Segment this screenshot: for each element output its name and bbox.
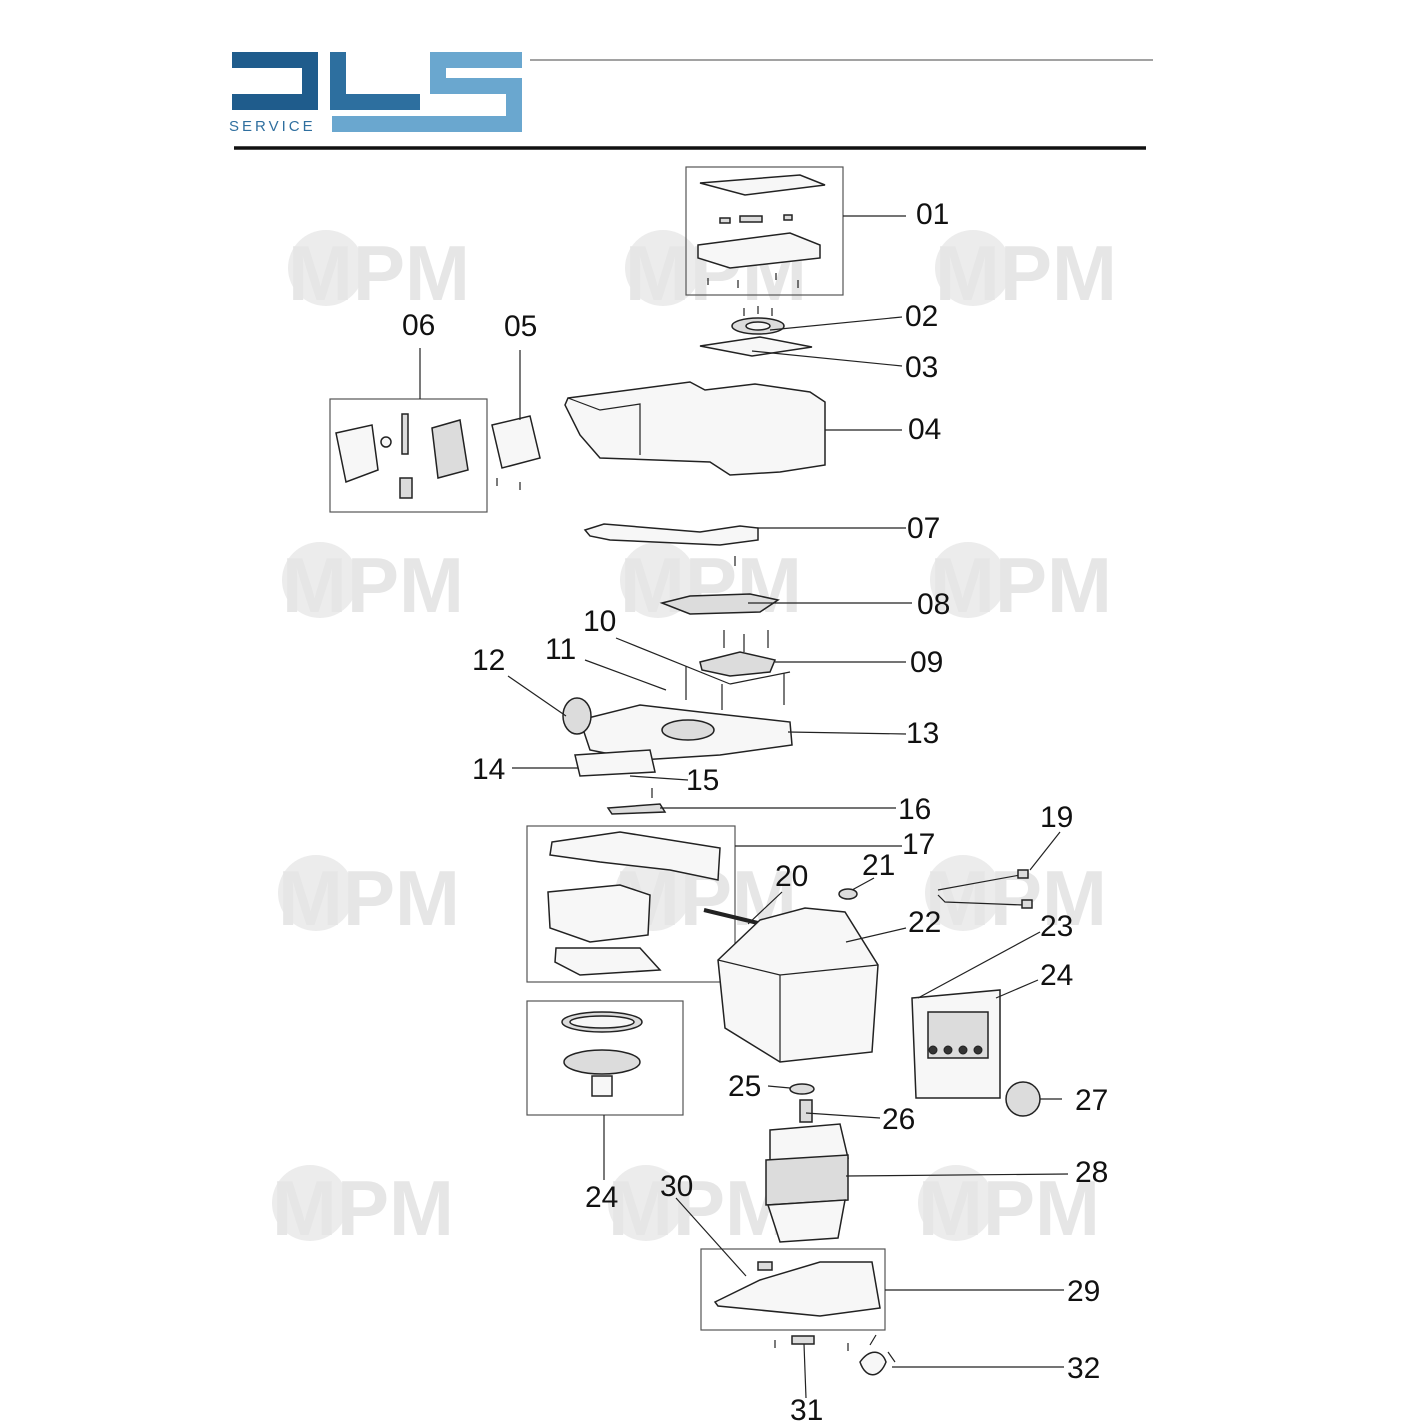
callout-30: 30 bbox=[660, 1170, 693, 1203]
callout-05: 05 bbox=[504, 310, 537, 343]
callout-27: 27 bbox=[1075, 1084, 1108, 1117]
watermark-text: MPM bbox=[278, 854, 460, 942]
watermark-text: MPM bbox=[918, 1164, 1100, 1252]
watermark-text: MPM bbox=[620, 541, 802, 629]
part-17-lower-cover-assembly bbox=[547, 831, 721, 976]
group-box-24a bbox=[526, 1000, 684, 1116]
callout-31: 31 bbox=[790, 1394, 823, 1422]
watermark-text: MPM bbox=[930, 541, 1112, 629]
watermark-circle bbox=[918, 1165, 994, 1241]
group-box-06 bbox=[329, 398, 488, 513]
logo: SERVICE bbox=[229, 52, 522, 135]
callout-03: 03 bbox=[905, 351, 938, 384]
part-01-lid-assembly bbox=[697, 174, 826, 288]
callout-labels: 01 02 03 04 05 06 07 08 09 10 11 12 13 1… bbox=[402, 198, 1108, 1422]
part-26-28-motor bbox=[765, 1099, 849, 1243]
watermark-circle bbox=[925, 855, 1001, 931]
logo-word: SERVICE bbox=[229, 118, 316, 135]
part-22-base-housing bbox=[717, 907, 879, 1063]
callout-24-coupling: 24 bbox=[585, 1181, 618, 1214]
callout-23: 23 bbox=[1040, 910, 1073, 943]
callout-17: 17 bbox=[902, 828, 935, 861]
part-29-30-base-plate bbox=[713, 1261, 881, 1317]
part-21-washer bbox=[838, 888, 858, 900]
watermark-circle bbox=[935, 230, 1011, 306]
callout-32: 32 bbox=[1067, 1352, 1100, 1385]
callout-15: 15 bbox=[686, 764, 719, 797]
callout-09: 09 bbox=[910, 646, 943, 679]
part-07-lever bbox=[583, 523, 759, 566]
part-10-16-gearbox bbox=[562, 666, 793, 815]
part-24-coupling-assembly bbox=[561, 1011, 643, 1097]
callout-10: 10 bbox=[583, 605, 616, 638]
part-31-clip bbox=[774, 1335, 849, 1351]
callout-28: 28 bbox=[1075, 1156, 1108, 1189]
part-05-06-handle-assembly bbox=[335, 413, 541, 499]
callout-20: 20 bbox=[775, 860, 808, 893]
part-09-plate bbox=[699, 630, 777, 677]
callout-22: 22 bbox=[908, 906, 941, 939]
callout-02: 02 bbox=[905, 300, 938, 333]
part-03-gasket bbox=[699, 336, 813, 357]
callout-06: 06 bbox=[402, 309, 435, 342]
watermark-circle bbox=[930, 542, 1006, 618]
callout-29: 29 bbox=[1067, 1275, 1100, 1308]
callout-01: 01 bbox=[916, 198, 949, 231]
watermark-circle bbox=[278, 855, 354, 931]
part-08-belt bbox=[659, 593, 780, 615]
watermark-text: MPM bbox=[272, 1164, 454, 1252]
callout-19: 19 bbox=[1040, 801, 1073, 834]
part-19-cable bbox=[937, 869, 1033, 909]
part-04-top-cover bbox=[564, 381, 826, 476]
watermark-text: MPM bbox=[282, 541, 464, 629]
watermark-circle bbox=[282, 542, 358, 618]
callout-07: 07 bbox=[907, 512, 940, 545]
watermark-circle bbox=[625, 230, 701, 306]
leader-lines bbox=[419, 215, 1069, 1399]
watermark-text: MPM bbox=[288, 229, 470, 317]
logo-mark-l bbox=[330, 52, 420, 110]
part-32-spring bbox=[859, 1334, 896, 1376]
part-27-knob bbox=[1005, 1081, 1041, 1117]
watermark-circle bbox=[272, 1165, 348, 1241]
callout-16: 16 bbox=[898, 793, 931, 826]
callout-11: 11 bbox=[545, 633, 576, 666]
watermark-text: MPM bbox=[935, 229, 1117, 317]
part-25-washer bbox=[789, 1083, 815, 1095]
watermark-text: MPM bbox=[608, 1164, 790, 1252]
group-box-17 bbox=[526, 825, 736, 983]
logo-mark-s bbox=[332, 52, 522, 132]
part-20-shaft bbox=[703, 908, 763, 926]
callout-25: 25 bbox=[728, 1070, 761, 1103]
watermark-circle bbox=[288, 230, 364, 306]
callout-14: 14 bbox=[472, 753, 505, 786]
callout-24-panel: 24 bbox=[1040, 959, 1073, 992]
group-box-01 bbox=[685, 166, 844, 296]
callout-26: 26 bbox=[882, 1103, 915, 1136]
callout-21: 21 bbox=[862, 849, 895, 882]
part-23-24-control-panel bbox=[911, 989, 1001, 1099]
logo-mark-d bbox=[232, 52, 318, 110]
callout-13: 13 bbox=[906, 717, 939, 750]
callout-12: 12 bbox=[472, 644, 505, 677]
callout-08: 08 bbox=[917, 588, 950, 621]
callout-04: 04 bbox=[908, 413, 941, 446]
watermark-circle bbox=[608, 1165, 684, 1241]
watermark-text: MPM bbox=[925, 854, 1107, 942]
